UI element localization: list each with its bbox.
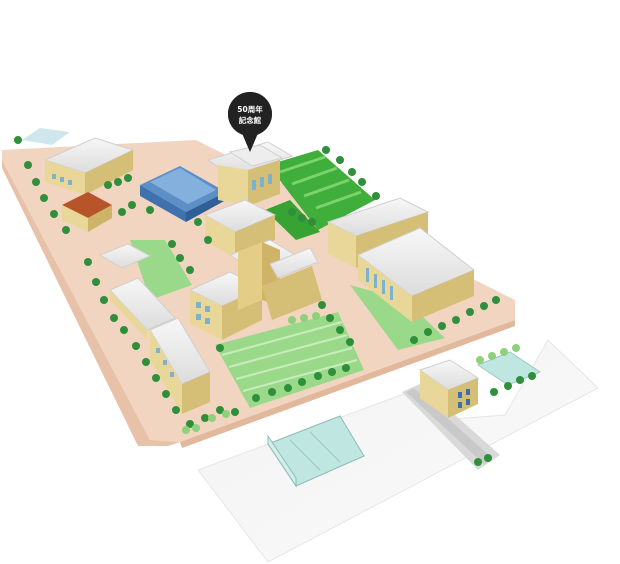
lower-lot-area xyxy=(197,339,599,563)
pin-label-line2: 記念館 xyxy=(239,115,262,125)
west-long-building xyxy=(98,243,211,414)
annex-building xyxy=(418,351,542,418)
brick-building xyxy=(62,192,112,232)
pin-label-line1: 50周年 xyxy=(237,104,263,114)
east-building xyxy=(326,197,475,322)
northwest-building xyxy=(22,128,135,195)
tennis-court xyxy=(267,415,365,488)
memorial-hall-building xyxy=(206,141,294,206)
south-lawn xyxy=(215,312,364,408)
bushes xyxy=(182,312,520,434)
central-building xyxy=(188,199,322,340)
memorial-hall-pin[interactable]: 50周年 記念館 xyxy=(227,92,272,152)
east-lawn xyxy=(350,285,445,350)
trees xyxy=(14,136,536,466)
gymnasium xyxy=(140,166,226,222)
sports-field xyxy=(265,150,375,240)
